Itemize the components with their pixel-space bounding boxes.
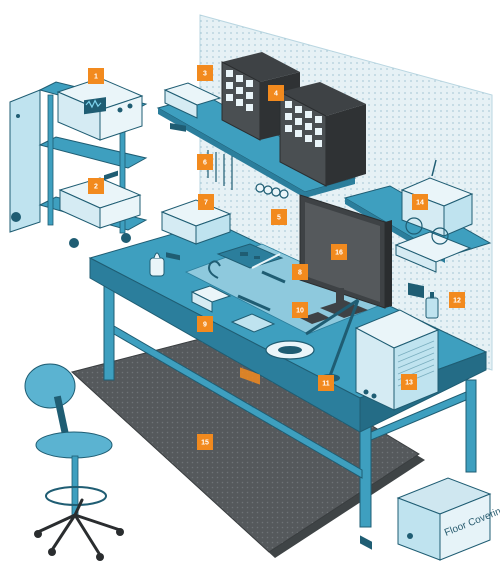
callout-badge-7: 7 bbox=[198, 194, 214, 210]
callout-badge-box bbox=[88, 68, 104, 84]
callout-badge-10: 10 bbox=[292, 302, 308, 318]
callout-badge-box bbox=[88, 178, 104, 194]
multimeter-icon bbox=[160, 199, 232, 261]
callout-badge-2: 2 bbox=[88, 178, 104, 194]
callout-badge-number: 4 bbox=[274, 91, 278, 98]
callout-badge-12: 12 bbox=[449, 292, 465, 308]
callout-badge-box bbox=[318, 375, 334, 391]
callout-badge-box bbox=[412, 194, 428, 210]
callout-badge-number: 12 bbox=[453, 298, 461, 305]
callout-badge-box bbox=[197, 316, 213, 332]
callout-badge-box bbox=[198, 194, 214, 210]
callout-badge-5: 5 bbox=[271, 209, 287, 225]
power-supply-icon bbox=[354, 309, 440, 550]
jar-icon bbox=[149, 252, 165, 277]
callout-badge-box bbox=[268, 85, 284, 101]
tip-cleaner-icon bbox=[230, 312, 330, 333]
callout-badge-number: 3 bbox=[203, 71, 207, 78]
callout-badge-6: 6 bbox=[197, 154, 213, 170]
tool-rack-icon bbox=[207, 150, 289, 199]
oscilloscope-icon bbox=[56, 77, 144, 141]
callout-badge-box bbox=[401, 374, 417, 390]
callout-badge-number: 13 bbox=[405, 380, 413, 387]
floor-covering-box: Floor Covering bbox=[396, 477, 500, 561]
callout-badge-11: 11 bbox=[318, 375, 334, 391]
dispenser-bottle-icon bbox=[425, 292, 439, 319]
callout-badge-number: 1 bbox=[94, 74, 98, 81]
callout-badge-9: 9 bbox=[197, 316, 213, 332]
callout-badge-number: 6 bbox=[203, 160, 207, 167]
callout-badge-number: 15 bbox=[201, 440, 209, 447]
callout-badge-1: 1 bbox=[88, 68, 104, 84]
callout-badge-box bbox=[331, 244, 347, 260]
callout-badge-box bbox=[292, 264, 308, 280]
callout-badge-number: 5 bbox=[277, 215, 281, 222]
callout-badge-number: 14 bbox=[416, 200, 424, 207]
callout-badge-box bbox=[271, 209, 287, 225]
callout-badge-15: 15 bbox=[197, 434, 213, 450]
callout-badge-number: 16 bbox=[335, 250, 343, 257]
bench-meter-icon bbox=[163, 82, 222, 132]
callout-badge-13: 13 bbox=[401, 374, 417, 390]
circuit-board-icon bbox=[216, 243, 284, 269]
esd-floor-mat bbox=[70, 333, 425, 558]
chair-icon bbox=[24, 363, 124, 561]
callout-badge-number: 2 bbox=[94, 184, 98, 191]
soldering-iron-icon bbox=[190, 260, 286, 385]
callout-badge-number: 8 bbox=[298, 270, 302, 277]
callout-badge-number: 10 bbox=[296, 308, 304, 315]
callout-badge-box bbox=[197, 434, 213, 450]
callout-badge-16: 16 bbox=[331, 244, 347, 260]
callout-badge-box bbox=[449, 292, 465, 308]
callout-badge-number: 7 bbox=[204, 200, 208, 207]
callout-badge-14: 14 bbox=[412, 194, 428, 210]
callout-badge-3: 3 bbox=[197, 65, 213, 81]
callout-badge-box bbox=[197, 65, 213, 81]
callout-badge-number: 9 bbox=[203, 322, 207, 329]
callout-badge-4: 4 bbox=[268, 85, 284, 101]
callout-badge-box bbox=[292, 302, 308, 318]
callout-badge-number: 11 bbox=[322, 381, 330, 388]
stereo-microscope-icon bbox=[394, 217, 472, 273]
callout-badge-8: 8 bbox=[292, 264, 308, 280]
callout-badge-box bbox=[197, 154, 213, 170]
